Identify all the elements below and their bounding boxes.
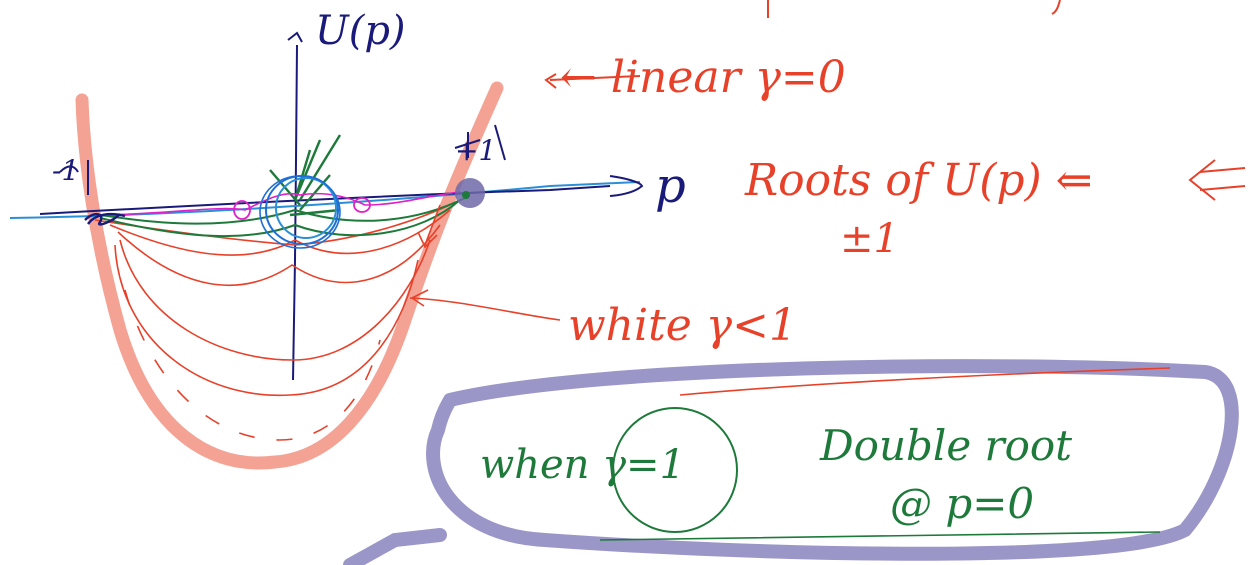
magenta-curve: [94, 191, 461, 216]
x-axis-label: p: [655, 158, 686, 214]
x-axis-arrow: [609, 175, 644, 197]
y-axis: [292, 44, 298, 381]
magenta-loop-right: [353, 197, 371, 213]
right-root-dot-inner: [462, 191, 470, 199]
box-top-red-line: [679, 367, 1171, 396]
linear-note-arrow: [544, 73, 641, 89]
red-curve-2: [109, 209, 451, 256]
right-root-label-stroke: [454, 124, 506, 161]
magenta-loop-left: [233, 200, 251, 220]
white-note: white γ<1: [568, 300, 797, 351]
left-root-label: -1: [52, 154, 79, 187]
origin-circle-3: [259, 175, 341, 249]
box-right-line2: @ p=0: [890, 479, 1034, 528]
lavender-box-highlight: [426, 359, 1239, 561]
roots-value: ±1: [840, 216, 899, 262]
box-bottom-green-line: [599, 531, 1161, 541]
red-curve-5: [114, 244, 419, 397]
right-arrow-down: [417, 204, 441, 249]
top-fragment-right: [1051, 0, 1061, 15]
gamma-circle: [612, 407, 738, 533]
roots-note: Roots of U(p) ⇐: [744, 155, 1093, 206]
left-root-label-stroke: [59, 160, 89, 195]
roots-double-arrow: [1188, 159, 1246, 201]
right-root-dot: [455, 178, 485, 208]
y-axis-label: U(p): [315, 8, 406, 54]
x-axis-navy: [39, 185, 611, 215]
linear-note: ← linear γ=0: [560, 52, 846, 103]
red-curve-3: [117, 224, 441, 287]
right-root-label: +1: [455, 134, 496, 167]
green-curve-2: [99, 199, 461, 238]
box-left-text: when γ=1: [480, 442, 685, 488]
box-right-line1: Double root: [819, 421, 1072, 470]
green-curve-1: [94, 197, 466, 225]
y-axis-arrow: [287, 31, 303, 43]
lavender-arrow-stroke: [343, 528, 447, 565]
origin-circle-2: [275, 177, 337, 239]
red-curve-4: [119, 239, 431, 361]
left-root-scribble: [84, 212, 126, 226]
potential-well-highlight: [75, 81, 504, 470]
white-note-pointer: [409, 289, 561, 321]
